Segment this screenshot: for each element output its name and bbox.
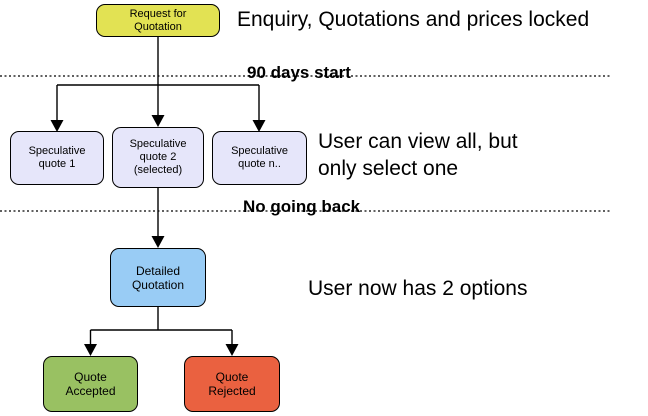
node-request-for-quotation: Request for Quotation (96, 4, 220, 37)
node-label: Quote Accepted (65, 370, 116, 398)
arrowhead-icon (225, 344, 239, 356)
arrowhead-icon (50, 120, 64, 132)
annotation-user-can-view-all: User can view all, but only select one (318, 130, 518, 180)
node-label: Speculative quote n.. (231, 145, 288, 170)
node-detailed-quotation: Detailed Quotation (110, 248, 206, 307)
arrowhead-icon (252, 120, 266, 132)
arrowhead-icon (151, 115, 165, 127)
node-label: Speculative quote 1 (28, 145, 86, 170)
gate-label-90-days-start: 90 days start (247, 63, 351, 82)
gate-label-no-going-back: No going back (243, 197, 361, 216)
node-label: Request for Quotation (129, 7, 187, 33)
node-speculative-quote-n: Speculative quote n.. (212, 131, 307, 185)
annotation-enquiry-prices-locked: Enquiry, Quotations and prices locked (237, 8, 590, 31)
node-label: Quote Rejected (208, 370, 256, 398)
node-speculative-quote-1: Speculative quote 1 (10, 131, 104, 185)
annotation-user-two-options: User now has 2 options (308, 277, 528, 300)
node-label: Detailed Quotation (131, 263, 185, 292)
arrowhead-icon (84, 344, 97, 356)
arrowhead-icon (151, 236, 165, 248)
node-speculative-quote-2: Speculative quote 2 (selected) (112, 127, 204, 188)
node-quote-accepted: Quote Accepted (43, 356, 138, 412)
node-quote-rejected: Quote Rejected (184, 356, 280, 412)
node-label: Speculative quote 2 (selected) (129, 138, 187, 176)
